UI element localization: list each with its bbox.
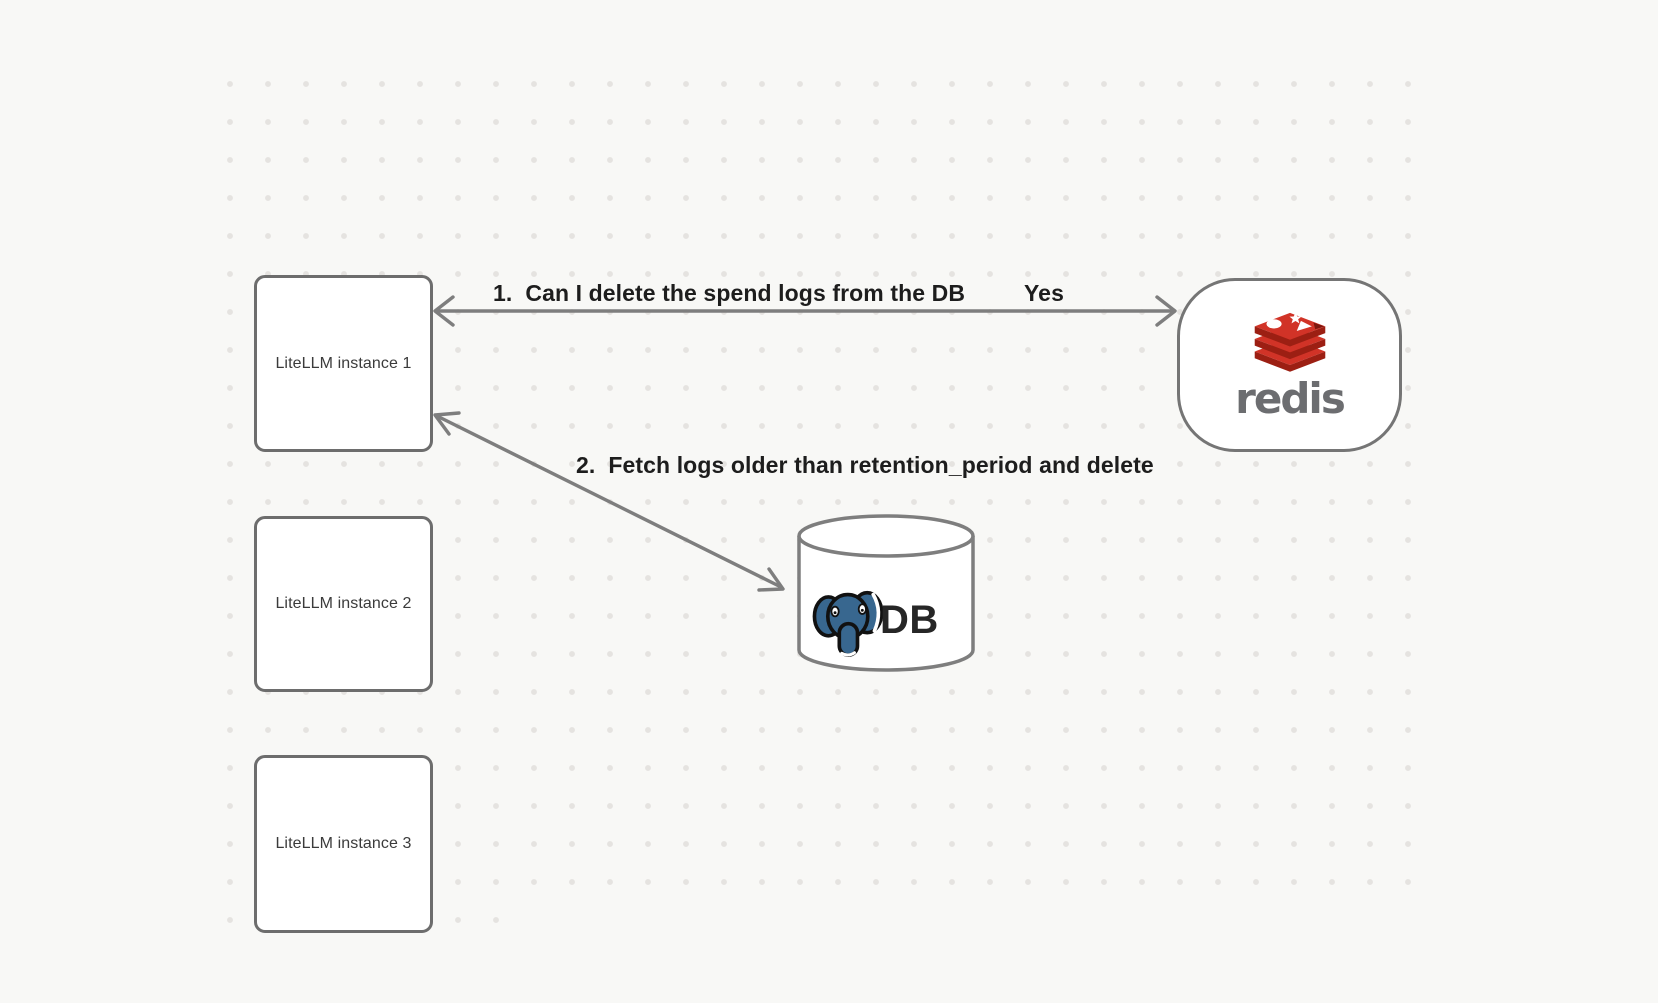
db-label: DB <box>880 597 939 642</box>
redis-node: redis <box>1177 278 1402 452</box>
litellm-instance-2-node: LiteLLM instance 2 <box>254 516 433 692</box>
redis-top-star-shape <box>1288 312 1301 324</box>
redis-logo-icon <box>1254 312 1325 372</box>
litellm-instance-1-label: LiteLLM instance 1 <box>275 354 412 372</box>
redis-layer-top <box>1254 312 1325 347</box>
edge-1-arrowhead-right <box>1155 295 1177 327</box>
redis-wordmark: redis <box>1235 374 1346 423</box>
edge-2-label: 2. Fetch logs older than retention_perio… <box>576 452 1154 478</box>
db-cylinder-top <box>797 514 975 558</box>
redis-top-notch-shape <box>1313 322 1324 330</box>
litellm-instance-1-node: LiteLLM instance 1 <box>254 275 433 452</box>
edge-1-arrowhead-left <box>433 295 455 327</box>
edge-1-arrow <box>433 295 1177 327</box>
db-node-content: DB <box>810 578 939 662</box>
redis-top-circle-shape <box>1265 319 1282 329</box>
edge-2-arrowhead-top <box>433 411 461 436</box>
litellm-instance-2-label: LiteLLM instance 2 <box>275 595 412 612</box>
redis-top-triangle-shape <box>1296 320 1312 331</box>
edge-1-response-label: Yes <box>1024 280 1064 306</box>
litellm-instance-3-node: LiteLLM instance 3 <box>254 755 433 933</box>
postgresql-elephant-icon <box>812 590 884 657</box>
edge-1-label: 1. Can I delete the spend logs from the … <box>493 280 966 306</box>
edge-2-arrow <box>433 411 785 592</box>
litellm-instance-3-label: LiteLLM instance 3 <box>275 835 412 852</box>
edge-2-arrowhead-bottom <box>757 567 785 592</box>
